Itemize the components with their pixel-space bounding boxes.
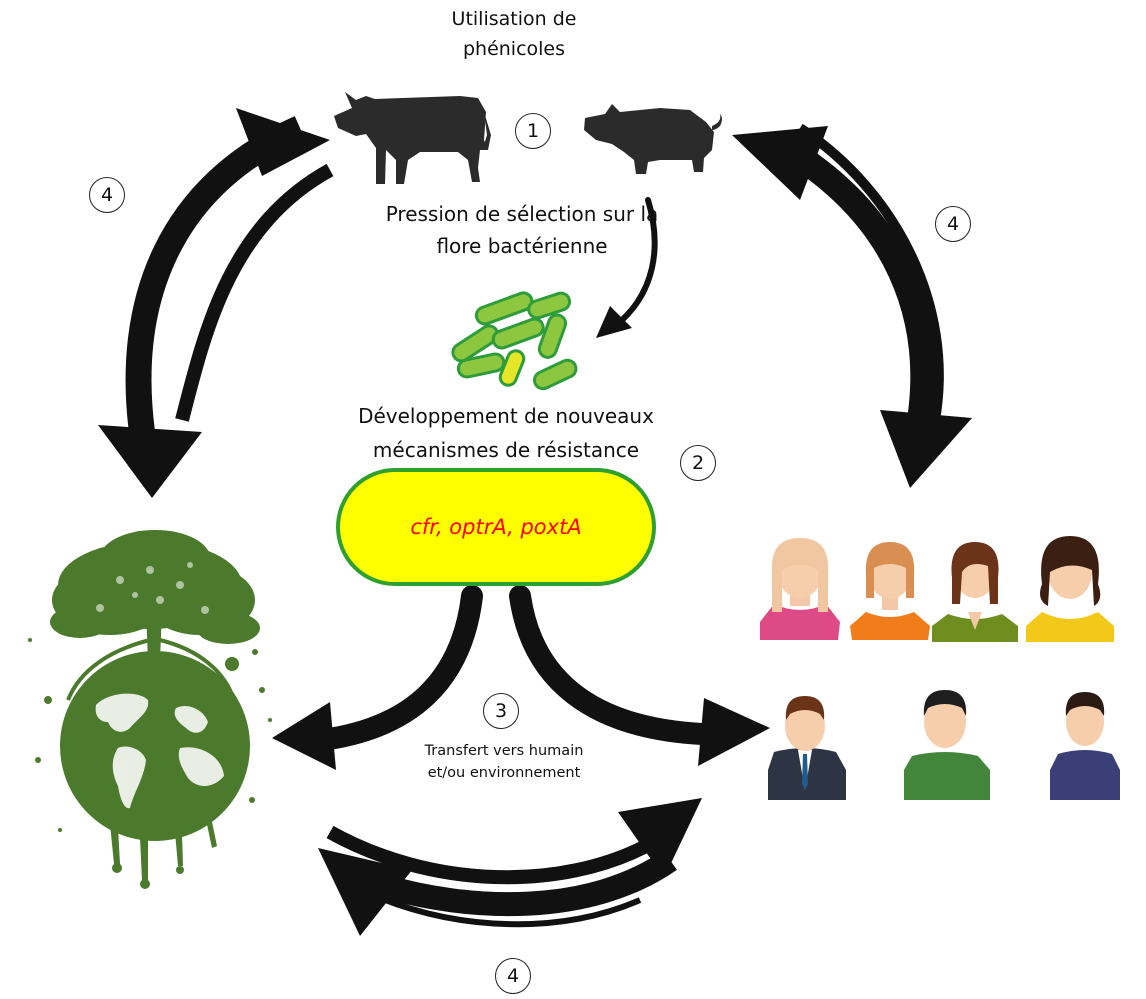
people-icon xyxy=(760,536,1120,800)
pig-icon xyxy=(584,104,722,174)
step-3-badge: 3 xyxy=(483,693,519,729)
label-resistance-development: Développement de nouveaux mécanismes de … xyxy=(358,404,654,462)
step-4-right-badge: 4 xyxy=(935,206,971,242)
arrow-left-bidirectional xyxy=(98,108,334,498)
step-1-badge: 1 xyxy=(515,113,551,149)
label-selection-pressure: Pression de sélection sur la flore bacté… xyxy=(385,202,659,258)
arrow-bottom-bidirectional xyxy=(318,798,702,936)
tree-globe-icon xyxy=(28,530,272,889)
label-phenicol-use: Utilisation de phénicoles xyxy=(451,8,577,60)
person-man-blue-icon xyxy=(1050,692,1120,800)
step-2-badge: 2 xyxy=(680,445,716,481)
bacteria-icon xyxy=(451,291,578,391)
arrow-right-bidirectional xyxy=(732,123,972,488)
person-woman-green-icon xyxy=(932,542,1018,642)
person-woman-orange-icon xyxy=(850,542,930,640)
resistance-genes-box: cfr, optrA, poxtA xyxy=(336,468,656,586)
resistance-genes-text: cfr, optrA, poxtA xyxy=(410,515,582,539)
transfer-arrows xyxy=(272,585,770,770)
pressure-arrow xyxy=(596,197,658,338)
step-4-bottom-badge: 4 xyxy=(495,958,531,994)
person-woman-pink-icon xyxy=(760,538,840,640)
person-woman-yellow-icon xyxy=(1026,536,1114,642)
step-4-left-badge: 4 xyxy=(89,177,125,213)
person-man-green-icon xyxy=(904,690,990,800)
label-transfer: Transfert vers humain et/ou environnemen… xyxy=(424,743,584,781)
cow-icon xyxy=(334,92,491,184)
person-man-suit-icon xyxy=(768,696,846,800)
